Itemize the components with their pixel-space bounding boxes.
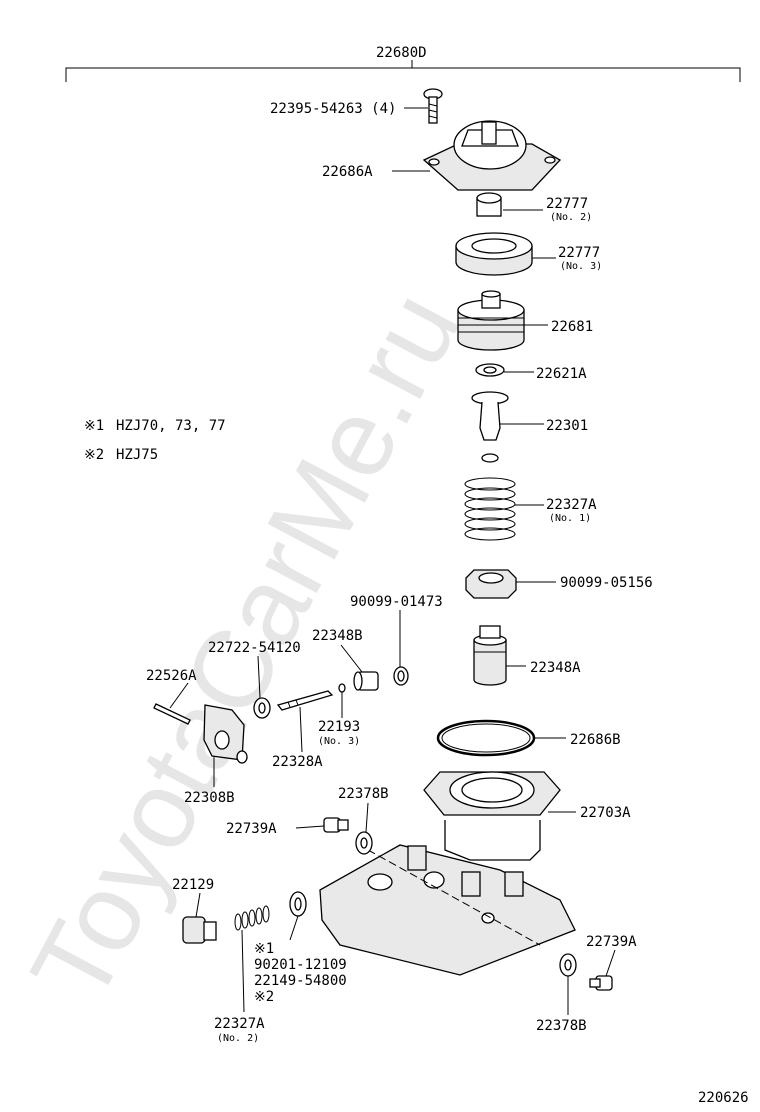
- cover-label: 22686A: [322, 164, 373, 180]
- plug-b-part: [353, 671, 379, 691]
- note-washer-part: [289, 891, 307, 917]
- gasket-upper-label: 22378B: [338, 786, 389, 802]
- nut-label: 90099-05156: [560, 575, 653, 591]
- o-ring-no3-label: 22193: [318, 719, 360, 735]
- note-part-4-label: ※2: [254, 989, 274, 1005]
- leader-lines: [169, 107, 616, 1015]
- assembly-bracket: [65, 60, 741, 82]
- spring-no2-label: 22327A: [214, 1016, 265, 1032]
- o-ring-no3-sub: (No. 3): [318, 736, 360, 747]
- body-label: 22703A: [580, 805, 631, 821]
- o-ring-large-label: 22686B: [570, 732, 621, 748]
- spring-no1-part: [464, 477, 516, 541]
- retainer-no2-label: 22777: [546, 196, 588, 212]
- nut-part: [465, 569, 517, 599]
- valve-label: 22301: [546, 418, 588, 434]
- note-1-mark: ※1: [84, 418, 104, 434]
- gasket-a-part: [393, 666, 409, 686]
- note-2-mark: ※2: [84, 447, 104, 463]
- retainer-no3-label: 22777: [558, 245, 600, 261]
- retainer-no2-part: [476, 192, 502, 217]
- bolt-lower-part: [589, 975, 613, 991]
- o-ring-large-part: [436, 719, 536, 757]
- pin-label: 22526A: [146, 668, 197, 684]
- retainer-no3-part: [455, 232, 533, 276]
- o-ring-no3-part: [338, 683, 346, 693]
- cover-part: [422, 120, 562, 191]
- plug-b-label: 22348B: [312, 628, 363, 644]
- diagram-code: 220626: [698, 1090, 749, 1106]
- rod-label: 22328A: [272, 754, 323, 770]
- note-part-1-label: ※1: [254, 941, 274, 957]
- note-1-models: HZJ70, 73, 77: [116, 418, 226, 434]
- note-2-models: HZJ75: [116, 447, 158, 463]
- assembly-label: 22680D: [376, 45, 427, 61]
- gasket-upper-part: [355, 831, 373, 855]
- retainer-no3-sub: (No. 3): [560, 261, 602, 272]
- spring-no1-sub: (No. 1): [549, 513, 591, 524]
- bolt-lower-label: 22739A: [586, 934, 637, 950]
- spring-no2-sub: (No. 2): [217, 1033, 259, 1044]
- gasket-lower-part: [559, 953, 577, 977]
- note-part-2-label: 90201-12109: [254, 957, 347, 973]
- piston-part: [457, 290, 525, 351]
- note-part-3-label: 22149-54800: [254, 973, 347, 989]
- rod-part: [276, 690, 334, 711]
- washer-part: [475, 363, 505, 377]
- pin-bolt-part: [253, 697, 271, 719]
- spring-no1-label: 22327A: [546, 497, 597, 513]
- sleeve-label: 22348A: [530, 660, 581, 676]
- bolt-upper-part: [323, 817, 349, 833]
- gasket-a-label: 90099-01473: [350, 594, 443, 610]
- spring-no2-part: [234, 905, 270, 931]
- body-part: [319, 771, 576, 976]
- piston-label: 22681: [551, 319, 593, 335]
- plug-part: [182, 916, 217, 944]
- washer-label: 22621A: [536, 366, 587, 382]
- bracket-label: 22308B: [184, 790, 235, 806]
- pin-part: [153, 703, 191, 725]
- screw-part: [423, 88, 443, 124]
- bolt-upper-label: 22739A: [226, 821, 277, 837]
- bracket-part: [203, 704, 248, 764]
- gasket-lower-label: 22378B: [536, 1018, 587, 1034]
- plug-label: 22129: [172, 877, 214, 893]
- valve-part: [471, 391, 509, 463]
- retainer-no2-sub: (No. 2): [550, 212, 592, 223]
- pin-bolt-label: 22722-54120: [208, 640, 301, 656]
- sleeve-part: [473, 625, 507, 686]
- screw-label: 22395-54263 (4): [270, 101, 396, 117]
